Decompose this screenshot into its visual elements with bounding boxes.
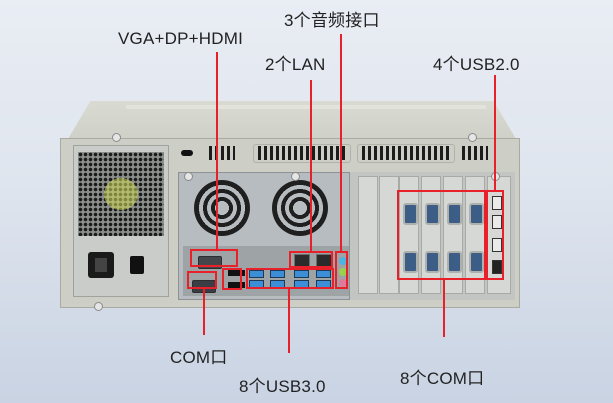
leader-line-lan xyxy=(310,80,312,252)
vent-slots xyxy=(462,146,488,160)
chassis-top-rim xyxy=(126,105,486,109)
leader-line-com-expansion xyxy=(443,280,445,337)
leader-line-usb3 xyxy=(288,289,290,353)
leader-line-video xyxy=(216,52,218,250)
power-switch[interactable] xyxy=(130,256,144,274)
audio-jack-line-out xyxy=(339,268,347,276)
usb3-port xyxy=(294,270,309,278)
highlight-box-vga xyxy=(190,249,238,267)
fan-icon xyxy=(272,180,328,236)
highlight-box-lan xyxy=(289,251,333,268)
usb3-port xyxy=(249,270,264,278)
com-port xyxy=(469,251,484,273)
leader-line-com xyxy=(203,289,205,335)
callout-com-expansion: 8个COM口 xyxy=(400,369,485,388)
psu-fan-icon xyxy=(104,178,138,210)
leader-line-usb2 xyxy=(494,75,496,191)
screw-icon xyxy=(112,133,121,142)
highlight-box-dp-hdmi xyxy=(222,268,242,290)
usb3-port xyxy=(316,270,331,278)
callout-audio: 3个音频接口 xyxy=(284,11,380,30)
top-vent-panel-right xyxy=(357,144,455,163)
vent-slots xyxy=(258,146,346,160)
vent-slots xyxy=(362,146,450,160)
screw-icon xyxy=(94,302,103,311)
usb2-bracket xyxy=(487,176,511,294)
screw-icon xyxy=(184,172,193,181)
screw-icon xyxy=(468,133,477,142)
highlight-box-com-expansion xyxy=(397,190,486,280)
vent-slots xyxy=(209,146,235,160)
highlight-box-com xyxy=(187,271,217,289)
power-socket-icon xyxy=(88,252,114,278)
callout-usb3: 8个USB3.0 xyxy=(239,377,326,396)
usb2-port xyxy=(492,215,502,229)
expansion-slot xyxy=(379,176,399,294)
com-port xyxy=(403,251,418,273)
hdmi-port xyxy=(228,282,245,288)
dp-port xyxy=(228,270,245,276)
screw-icon xyxy=(291,172,300,181)
usb2-port xyxy=(492,260,502,274)
com-port xyxy=(403,203,418,225)
expansion-slot xyxy=(358,176,378,294)
usb2-port xyxy=(492,196,502,210)
callout-lan: 2个LAN xyxy=(265,55,326,74)
usb2-port xyxy=(492,238,502,252)
callout-com: COM口 xyxy=(170,348,228,367)
callout-usb2: 4个USB2.0 xyxy=(433,55,520,74)
highlight-box-usb3 xyxy=(246,268,334,289)
audio-jack-mic xyxy=(339,279,347,287)
com-port xyxy=(425,203,440,225)
leader-line-audio xyxy=(340,34,342,252)
highlight-box-usb2 xyxy=(486,190,504,280)
fan-icon xyxy=(194,180,250,236)
com-port xyxy=(469,203,484,225)
lock-hole-icon xyxy=(181,150,193,156)
highlight-box-audio xyxy=(335,251,348,289)
com-port xyxy=(447,203,462,225)
com-port xyxy=(447,251,462,273)
audio-jack-line-in xyxy=(339,257,347,265)
top-vent-panel-left xyxy=(253,144,351,163)
callout-video: VGA+DP+HDMI xyxy=(118,29,244,48)
com-port xyxy=(425,251,440,273)
usb3-port xyxy=(270,270,285,278)
